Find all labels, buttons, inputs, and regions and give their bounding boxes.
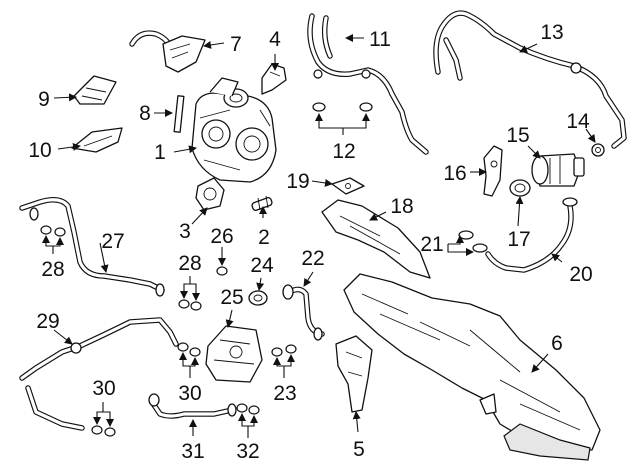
part-2-connector (251, 195, 273, 211)
part-11-oil-tube (307, 13, 429, 155)
callout-7: 7 (230, 33, 242, 56)
callout-29: 29 (36, 310, 59, 333)
part-8-stud (173, 95, 185, 133)
callout-4: 4 (269, 28, 281, 51)
callout-5: 5 (353, 438, 365, 461)
part-30-washers-center (177, 342, 201, 357)
part-16-bracket (483, 145, 503, 197)
part-21-seals (458, 230, 488, 253)
part-28-washers-left (40, 225, 66, 237)
part-18-heat-shield (321, 199, 431, 279)
part-6-heat-shield (343, 273, 601, 461)
callout-6: 6 (551, 332, 563, 355)
callout-18: 18 (390, 195, 413, 218)
part-5-shield (335, 335, 373, 413)
part-22-elbow (282, 284, 325, 341)
part-28-washers-center (178, 299, 202, 311)
part-1-turbocharger (191, 77, 277, 183)
part-10-shield (71, 127, 123, 153)
callout-14: 14 (566, 110, 590, 133)
part-12-seals (312, 102, 373, 112)
part-15-pump (531, 153, 585, 187)
callout-24: 24 (250, 254, 274, 277)
callout-13: 13 (540, 21, 563, 44)
callout-27: 27 (101, 230, 124, 253)
callout-15: 15 (506, 124, 529, 147)
callout-labels: 1 2 3 4 5 6 7 8 9 10 11 12 13 14 15 16 1… (28, 21, 592, 463)
part-20-hose (485, 197, 578, 273)
part-17-band (509, 179, 531, 197)
callout-31: 31 (181, 440, 204, 463)
callout-8: 8 (139, 102, 151, 125)
callout-17: 17 (507, 228, 530, 251)
leader-lines (42, 34, 596, 438)
callout-19: 19 (286, 170, 309, 193)
callout-25: 25 (220, 286, 243, 309)
part-26-washer (216, 266, 228, 276)
callout-11: 11 (369, 28, 391, 51)
part-27-oil-line (19, 197, 165, 297)
part-14-clamp (591, 143, 605, 157)
callout-30a: 30 (178, 382, 201, 405)
callout-32: 32 (236, 440, 259, 463)
part-24-clamp (248, 290, 268, 306)
part-13-coolant-line (433, 10, 627, 149)
part-25-module (205, 325, 263, 383)
callout-16: 16 (443, 162, 466, 185)
part-32-washers (236, 403, 260, 415)
callout-3: 3 (179, 220, 191, 243)
part-19-gasket (331, 177, 365, 195)
callout-2: 2 (258, 226, 270, 249)
part-3-gasket (195, 177, 225, 211)
callout-28a: 28 (41, 258, 64, 281)
callout-10: 10 (28, 139, 51, 162)
part-7-harness (129, 30, 206, 73)
callout-23: 23 (273, 382, 296, 405)
part-29-line (19, 317, 179, 431)
callout-9: 9 (38, 88, 50, 111)
callout-21: 21 (420, 233, 443, 256)
callout-1: 1 (154, 141, 166, 164)
callout-26: 26 (210, 225, 233, 248)
callout-12: 12 (332, 140, 355, 163)
callout-20: 20 (569, 263, 592, 286)
part-23-washers (271, 344, 297, 357)
callout-22: 22 (301, 247, 324, 270)
part-30-washers-left (91, 425, 116, 437)
callout-28b: 28 (178, 252, 201, 275)
callout-30b: 30 (92, 377, 115, 400)
part-4-bracket (261, 63, 287, 95)
part-31-line (148, 393, 237, 419)
part-9-sensor (73, 75, 117, 105)
